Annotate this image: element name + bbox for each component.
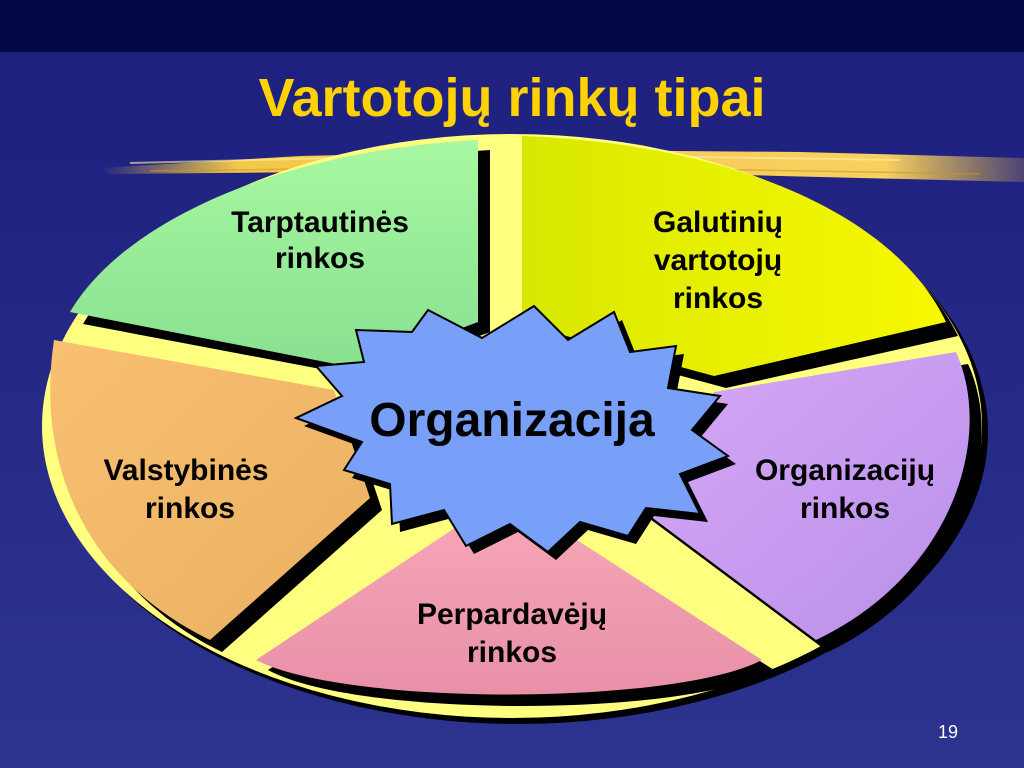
segment-government-markets xyxy=(50,340,370,640)
segment-organization-markets xyxy=(634,352,970,640)
segment-label-organizations: Organizacijų rinkos xyxy=(755,454,935,525)
svg-text:rinkos: rinkos xyxy=(145,492,235,525)
slide-title: Vartotojų rinkų tipai xyxy=(258,68,766,128)
svg-text:Galutinių: Galutinių xyxy=(653,206,783,239)
segment-label-government: Valstybinės rinkos xyxy=(103,454,268,525)
svg-text:vartotojų: vartotojų xyxy=(654,244,782,277)
page-number: 19 xyxy=(937,722,958,742)
top-bar xyxy=(0,0,1024,52)
svg-text:Valstybinės: Valstybinės xyxy=(103,454,268,487)
svg-text:rinkos: rinkos xyxy=(275,242,365,275)
center-label: Organizacija xyxy=(369,394,655,447)
svg-text:Organizacijų: Organizacijų xyxy=(755,454,935,487)
svg-text:rinkos: rinkos xyxy=(467,636,557,669)
segment-consumer-markets xyxy=(522,136,946,376)
segment-reseller-markets xyxy=(256,494,762,695)
center-starburst xyxy=(293,304,731,554)
svg-text:rinkos: rinkos xyxy=(673,282,763,315)
svg-text:Tarptautinės: Tarptautinės xyxy=(231,206,409,239)
svg-text:rinkos: rinkos xyxy=(800,492,890,525)
svg-text:Perpardavėjų: Perpardavėjų xyxy=(417,598,607,631)
segment-international-markets xyxy=(70,140,478,368)
segment-label-resellers: Perpardavėjų rinkos xyxy=(417,598,607,669)
segment-label-consumer: Galutinių vartotojų rinkos xyxy=(653,206,783,315)
segment-label-international: Tarptautinės rinkos xyxy=(231,206,409,275)
